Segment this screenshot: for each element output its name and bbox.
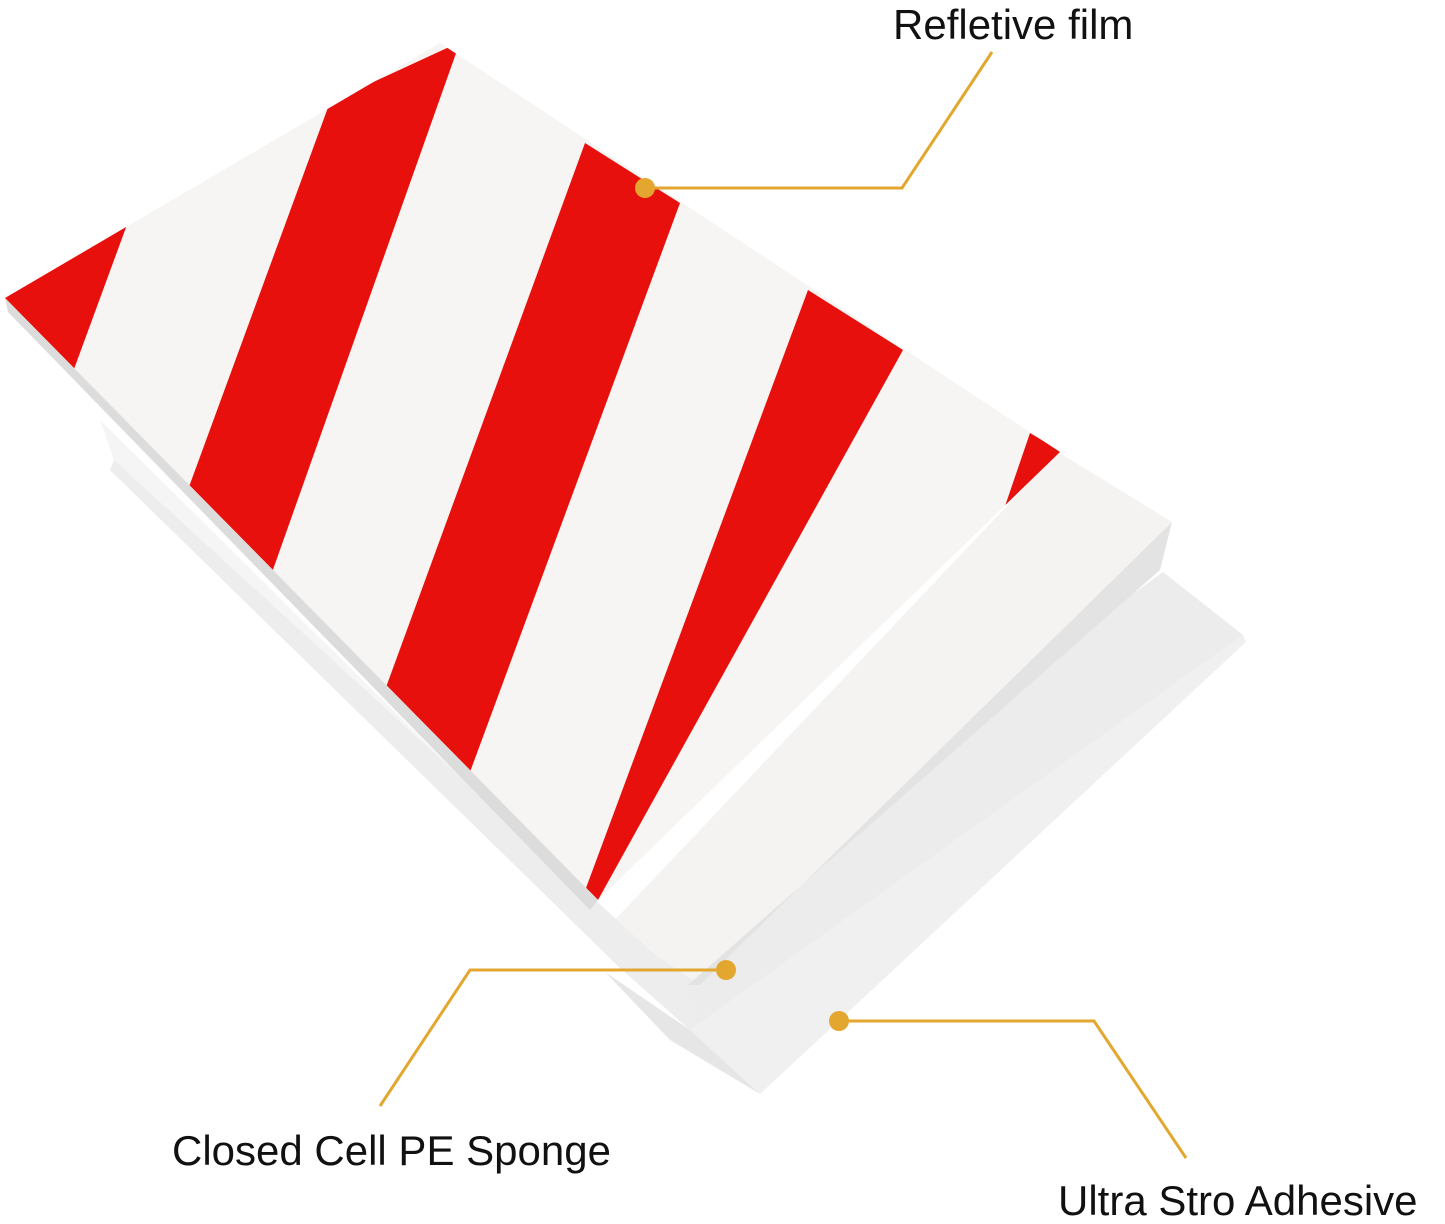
film-stripes: [5, 43, 1060, 900]
adhesive-top: [690, 635, 1246, 1094]
sponge-layer: [100, 420, 1172, 1030]
adhesive-face: [620, 572, 1243, 1030]
callout-line-sponge: [378, 968, 726, 1107]
adhesive-edge: [605, 972, 760, 1094]
callout-dot-sponge: [716, 960, 736, 980]
red-stripe: [385, 143, 680, 772]
sponge-side-shade: [110, 460, 690, 1030]
callout-dot-film: [635, 178, 655, 198]
red-stripe: [586, 290, 903, 900]
reflective-film-layer: [5, 43, 1060, 910]
label-pe-sponge: Closed Cell PE Sponge: [172, 1127, 611, 1174]
red-stripe: [186, 43, 460, 578]
sponge-top: [610, 452, 1172, 985]
red-stripe: [1003, 433, 1060, 512]
callout-dot-adhesive: [829, 1011, 849, 1031]
label-reflective-film: Refletive film: [893, 1, 1134, 48]
callout-line-adhesive: [839, 1019, 1188, 1159]
label-adhesive: Ultra Stro Adhesive: [1058, 1177, 1418, 1224]
film-front-edge: [5, 298, 598, 910]
callout-lines: [378, 51, 1188, 1159]
callout-line-film: [645, 51, 994, 190]
adhesive-layer: [605, 572, 1246, 1094]
